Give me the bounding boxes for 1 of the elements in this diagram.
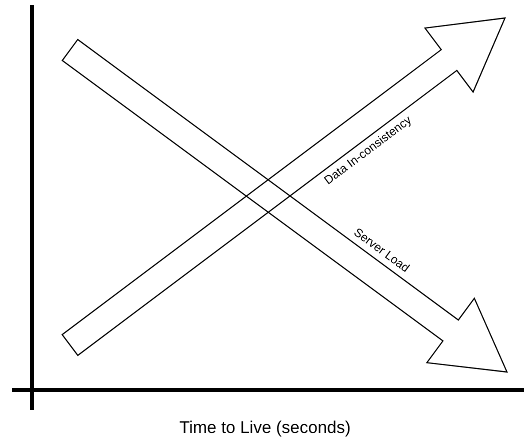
axis-title: Time to Live (seconds) [179, 418, 351, 438]
